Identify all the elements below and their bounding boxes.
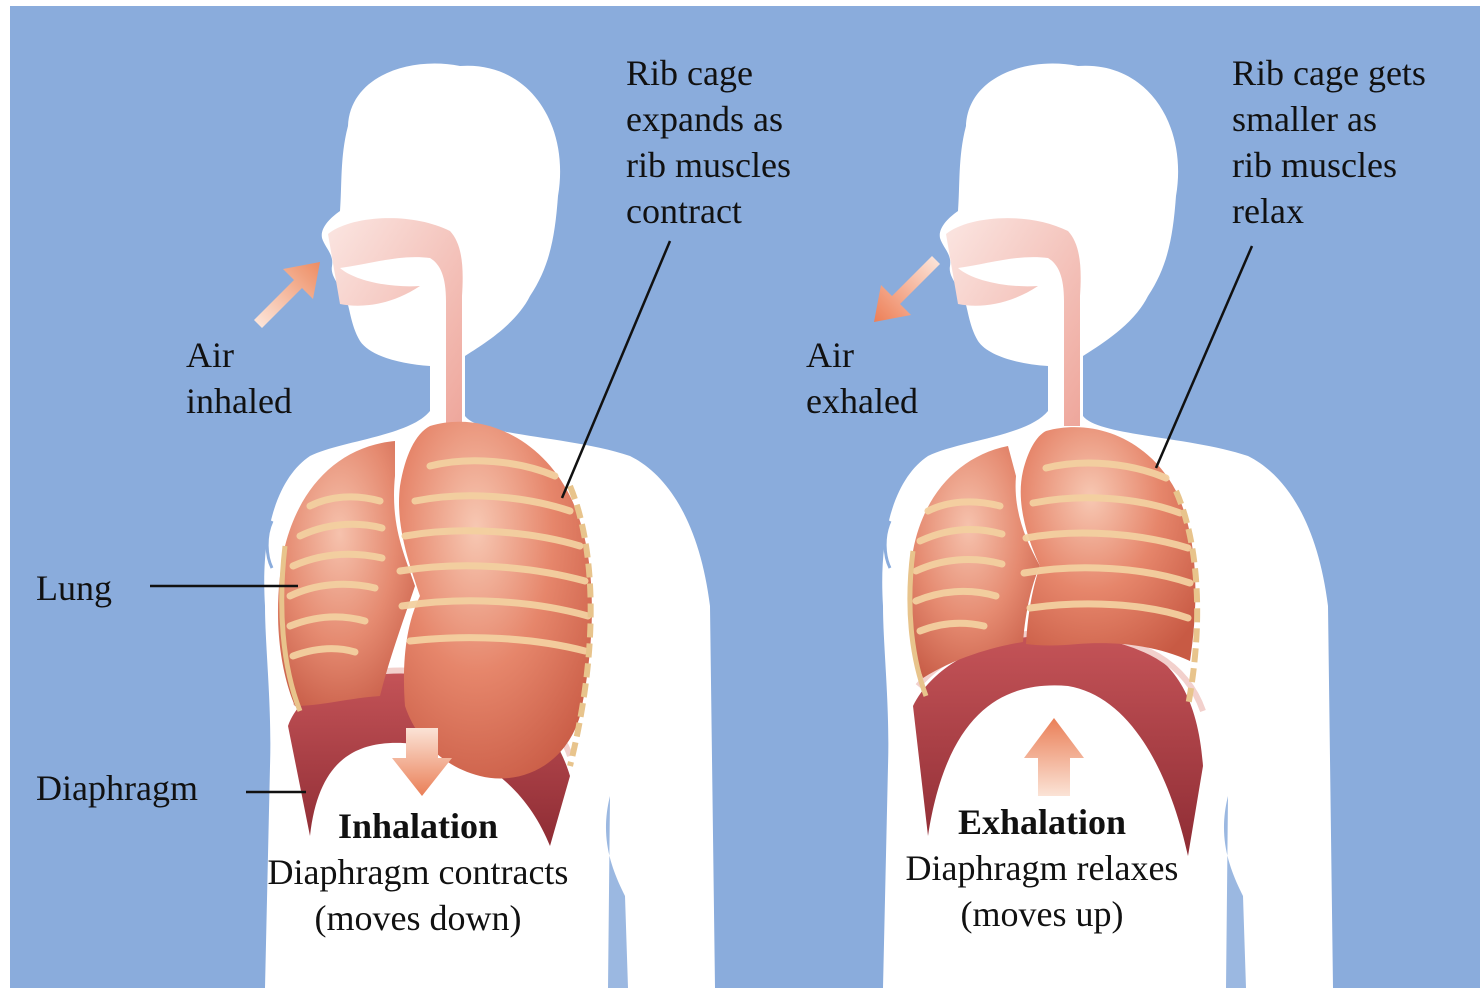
inhalation-title: Inhalation: [248, 803, 588, 849]
diaphragm-label: Diaphragm: [36, 765, 198, 811]
air-inhaled-label: Air inhaled: [186, 332, 292, 424]
rib-cage-expands-label: Rib cage expands as rib muscles contract: [626, 50, 791, 234]
exhalation-caption: Diaphragm relaxes (moves up): [862, 845, 1222, 937]
rib-cage-smaller-label: Rib cage gets smaller as rib muscles rel…: [1232, 50, 1426, 234]
air-exhaled-label: Air exhaled: [806, 332, 918, 424]
exhalation-title: Exhalation: [872, 799, 1212, 845]
inhalation-caption: Diaphragm contracts (moves down): [238, 849, 598, 941]
lung-label: Lung: [36, 565, 112, 611]
